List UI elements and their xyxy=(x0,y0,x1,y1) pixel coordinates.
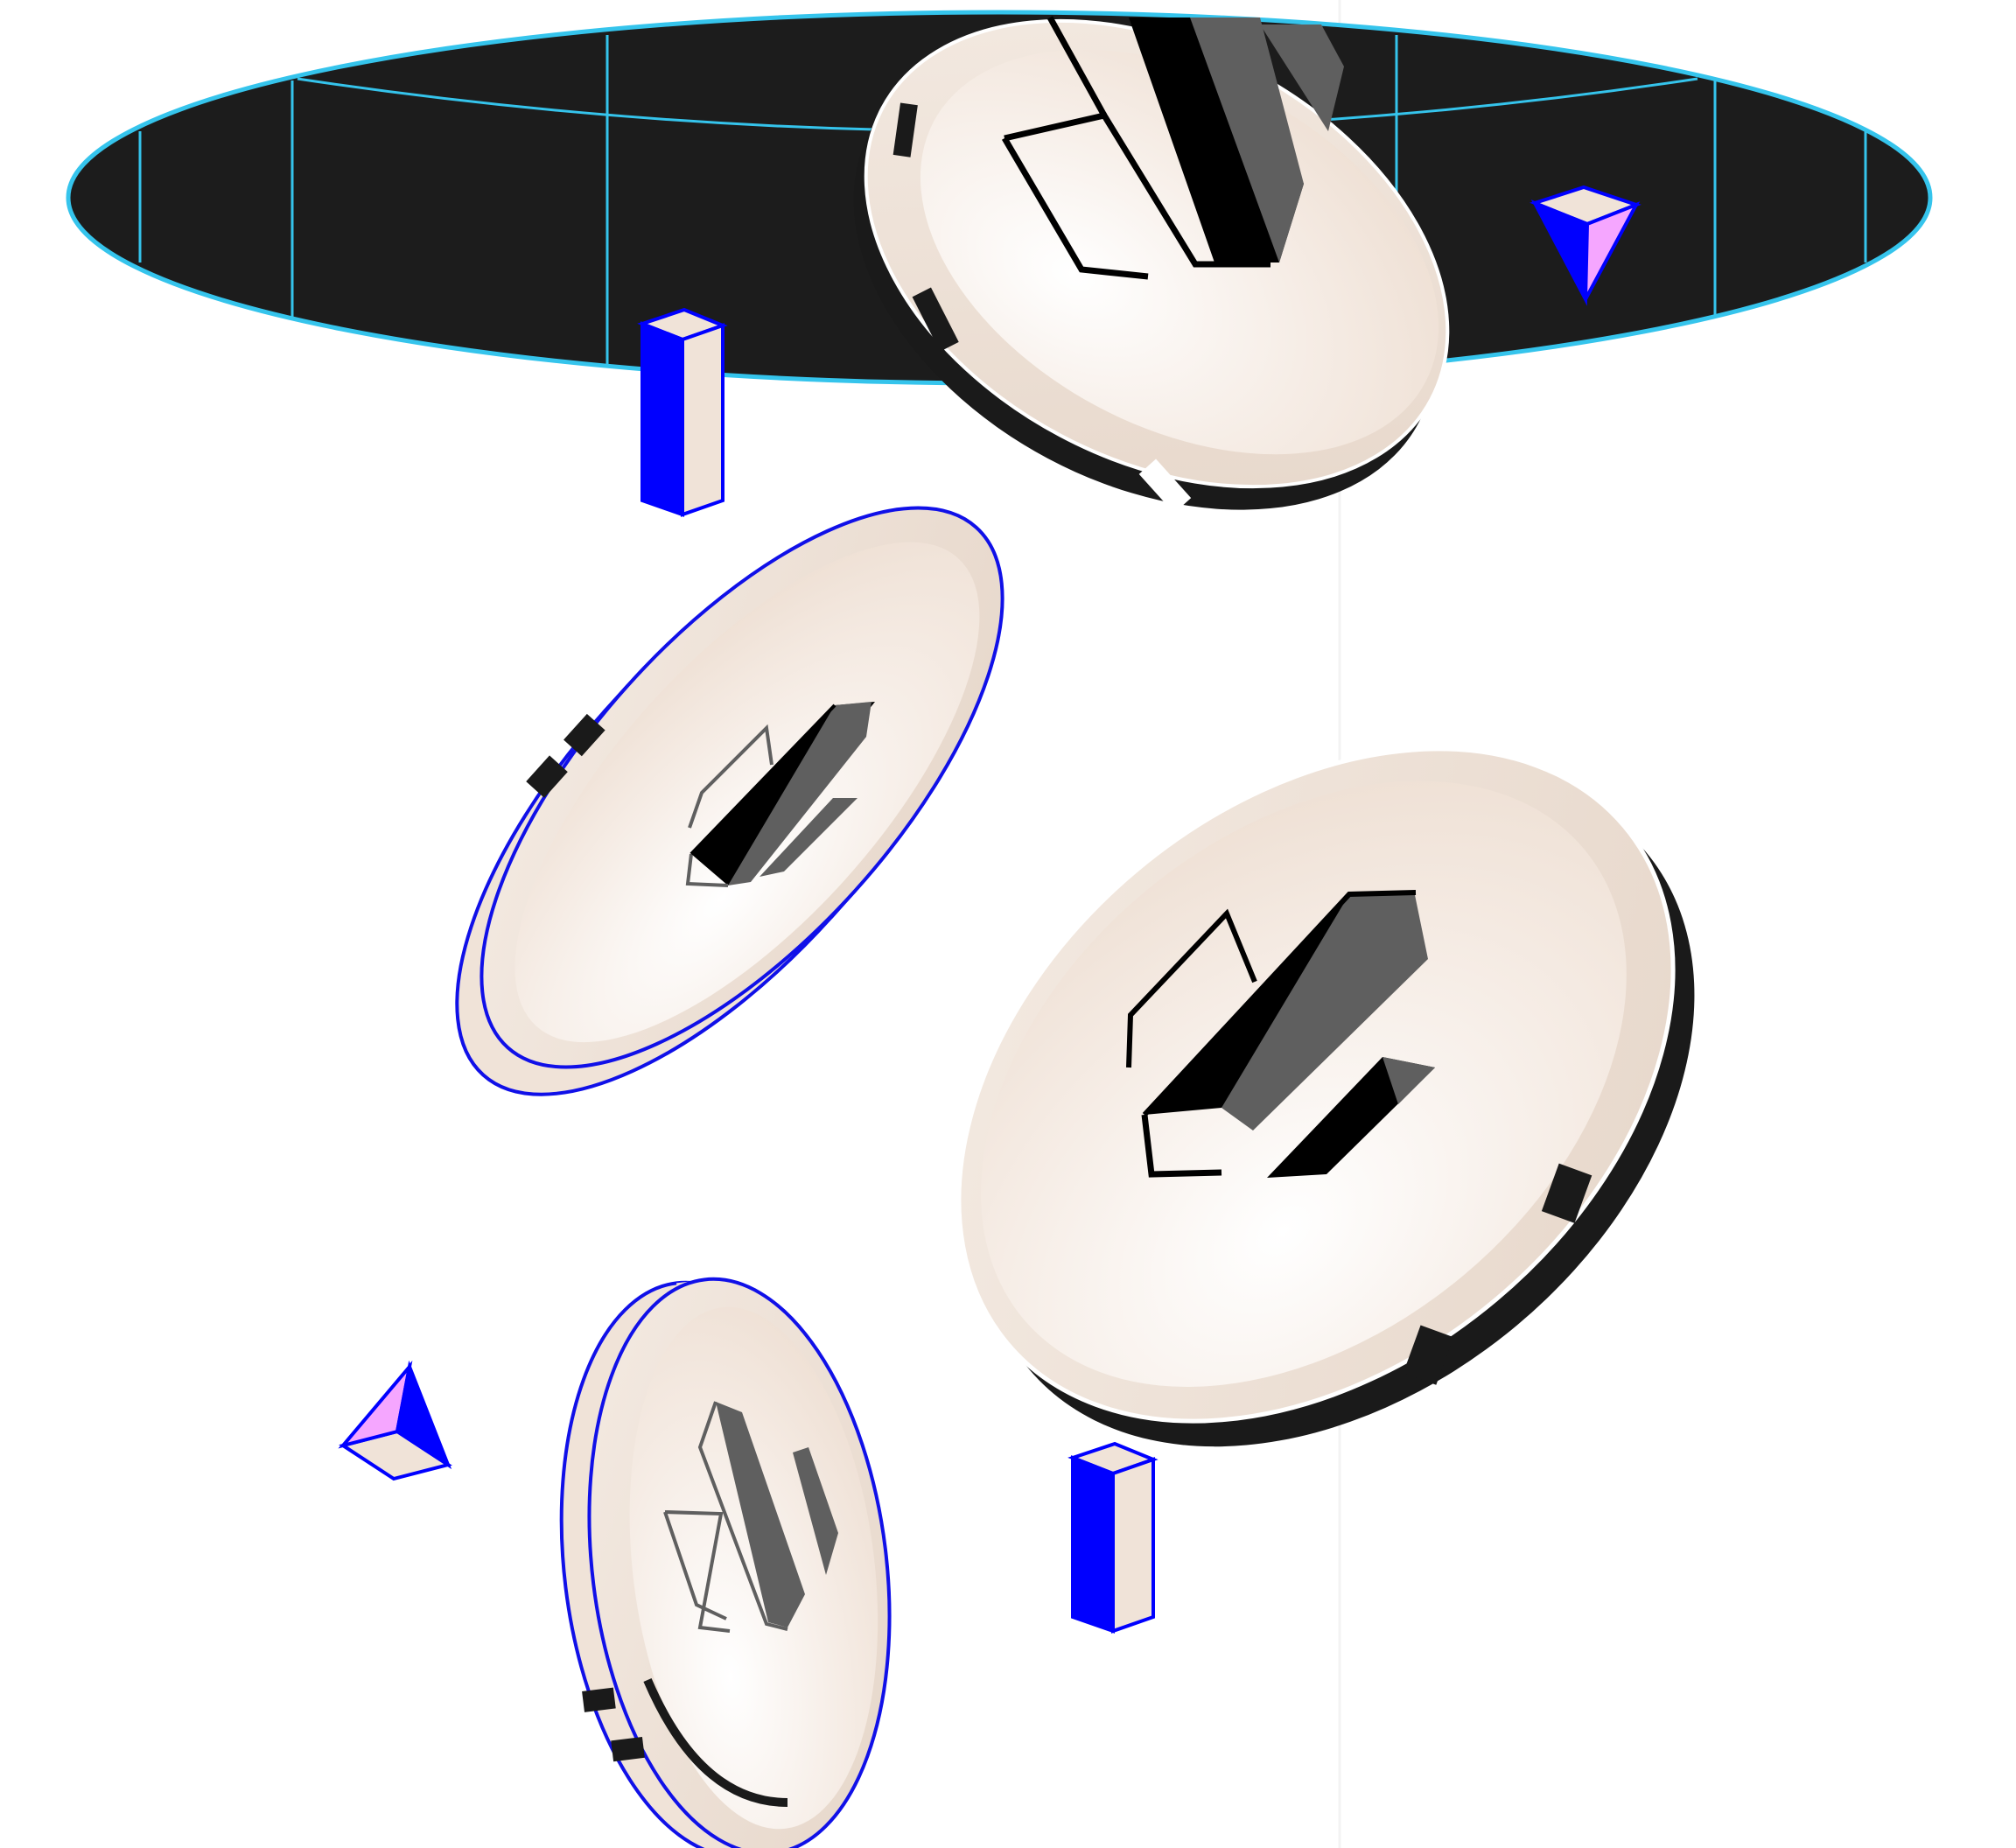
pyramid-shape xyxy=(338,1360,452,1481)
pillar-shape xyxy=(1068,1441,1158,1634)
pyramid-shape xyxy=(1530,185,1642,306)
coin-middle-left xyxy=(455,506,1004,1096)
pillar-shape xyxy=(637,307,728,517)
coin-bottom xyxy=(559,1277,892,1848)
coin-logo-icon xyxy=(1126,890,1435,1178)
coin-logo-icon xyxy=(663,1401,838,1633)
coin-middle-right xyxy=(956,746,1695,1447)
coin-top xyxy=(853,16,1450,514)
coin-logo-icon xyxy=(1001,16,1344,280)
coin-logo-icon xyxy=(685,702,875,887)
